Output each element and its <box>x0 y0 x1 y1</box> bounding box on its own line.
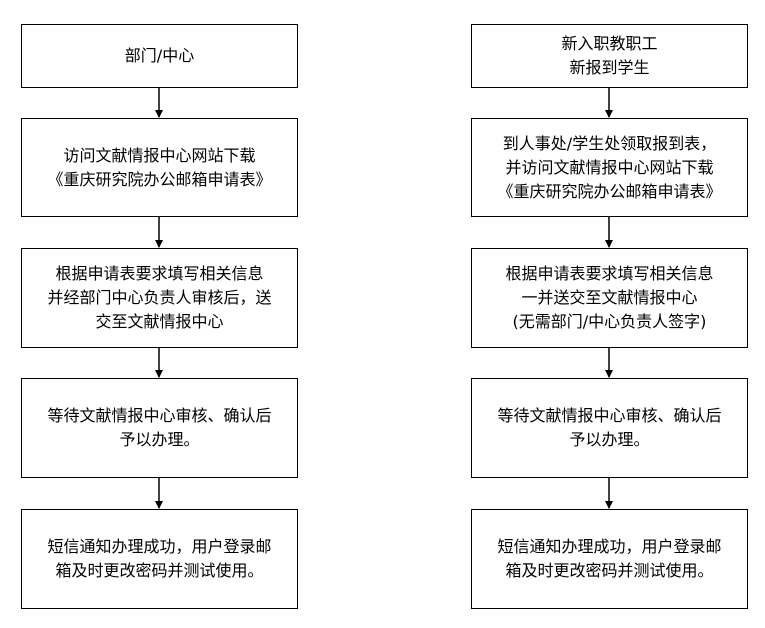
step-text-line: 并经部门中心负责人审核后，送 <box>47 288 272 307</box>
step-text-line: 短信通知办理成功，用户登录邮 <box>497 537 722 556</box>
step-text-line: 箱及时更改密码并测试使用。 <box>505 561 714 580</box>
step-text-line: 访问文献情报中心网站下载 <box>63 145 256 165</box>
right-step-5: 短信通知办理成功，用户登录邮 箱及时更改密码并测试使用。 <box>471 509 748 609</box>
step-text-line: 予以办理。 <box>569 430 650 449</box>
step-text-line: 交至文献情报中心 <box>95 312 224 331</box>
step-text-line: 《重庆研究院办公邮箱申请表》 <box>497 181 722 201</box>
right-step-2: 到人事处/学生处领取报到表， 并访问文献情报中心网站下载 《重庆研究院办公邮箱申… <box>471 118 748 217</box>
left-step-1: 部门/中心 <box>21 24 298 88</box>
right-step-3: 根据申请表要求填写相关信息 一并送交至文献情报中心 (无需部门/中心负责人签字) <box>471 248 748 348</box>
step-text-line: 一并送交至文献情报中心 <box>521 288 698 307</box>
right-step-1: 新入职教职工 新报到学生 <box>471 24 748 88</box>
step-text-line: 部门/中心 <box>124 46 195 65</box>
right-step-4: 等待文献情报中心审核、确认后 予以办理。 <box>471 378 748 478</box>
left-step-5: 短信通知办理成功，用户登录邮 箱及时更改密码并测试使用。 <box>21 509 298 609</box>
step-text-line: 到人事处/学生处领取报到表， <box>502 133 717 153</box>
step-text-line: 新报到学生 <box>569 58 650 77</box>
left-step-2: 访问文献情报中心网站下载 《重庆研究院办公邮箱申请表》 <box>21 118 298 217</box>
step-text-line: 并访问文献情报中心网站下载 <box>505 157 714 177</box>
step-text-line: 《重庆研究院办公邮箱申请表》 <box>47 169 272 189</box>
left-step-4: 等待文献情报中心审核、确认后 予以办理。 <box>21 378 298 478</box>
step-text-line: (无需部门/中心负责人签字) <box>512 312 707 331</box>
step-text-line: 短信通知办理成功，用户登录邮 <box>47 537 272 556</box>
step-text-line: 根据申请表要求填写相关信息 <box>55 264 264 283</box>
step-text-line: 新入职教职工 <box>561 34 658 53</box>
left-step-3: 根据申请表要求填写相关信息 并经部门中心负责人审核后，送 交至文献情报中心 <box>21 248 298 348</box>
step-text-line: 等待文献情报中心审核、确认后 <box>497 406 722 425</box>
step-text-line: 根据申请表要求填写相关信息 <box>505 264 714 283</box>
step-text-line: 等待文献情报中心审核、确认后 <box>47 406 272 425</box>
step-text-line: 予以办理。 <box>119 430 200 449</box>
step-text-line: 箱及时更改密码并测试使用。 <box>55 561 264 580</box>
